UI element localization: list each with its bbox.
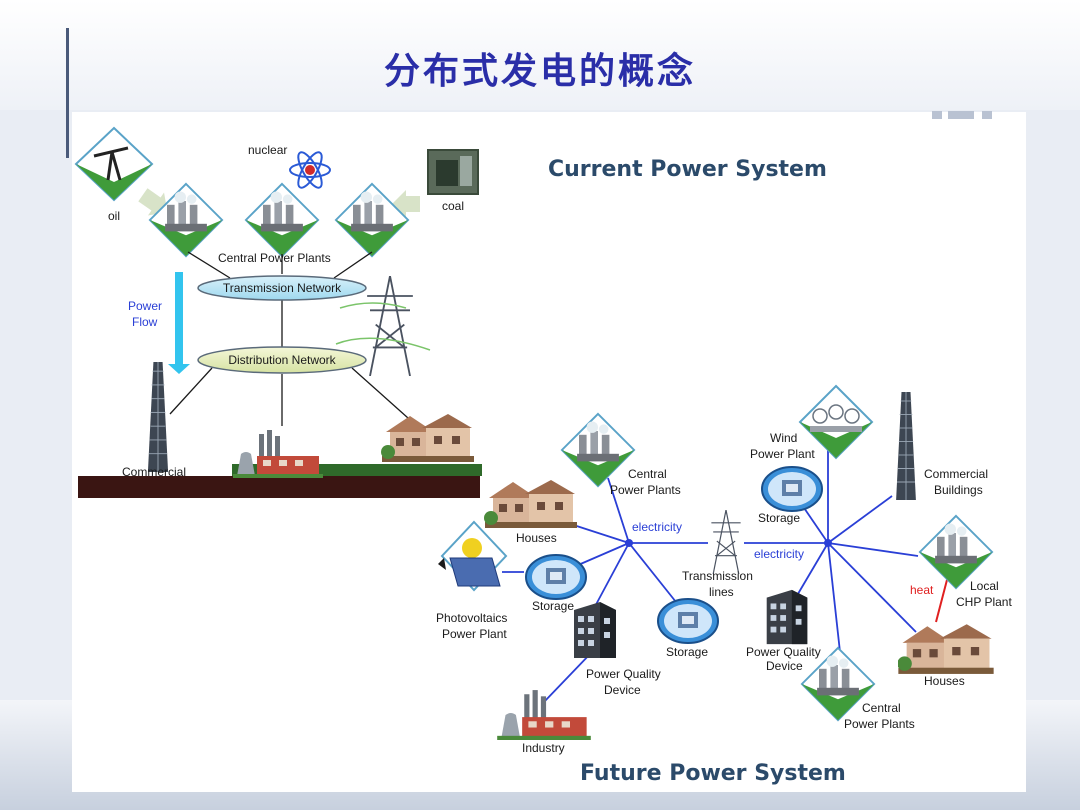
atom-icon	[289, 151, 331, 189]
diagram-panel: Current Power System oil nuclear coal Ce…	[72, 112, 1026, 792]
houses-icon	[381, 414, 474, 462]
central-plant-icon-3	[334, 182, 410, 258]
commercial-tower-icon	[147, 362, 169, 472]
houses-right-label: Houses	[924, 674, 965, 688]
chp-label-line2: CHP Plant	[956, 595, 1012, 609]
central-plant-icon-1	[148, 182, 224, 258]
oil-rig-icon	[74, 126, 154, 202]
distribution-network-node	[197, 346, 367, 374]
power-quality-device-icon-right	[766, 589, 808, 645]
central-top-label-line2: Power Plants	[610, 483, 681, 497]
future-central-plant-icon-top	[560, 412, 636, 488]
industry-icon	[497, 690, 591, 740]
storage-icon-right	[761, 466, 823, 512]
wind-label-line2: Power Plant	[750, 447, 815, 461]
power-system-diagram: Current Power System oil nuclear coal Ce…	[74, 126, 1012, 786]
central-plants-label: Central Power Plants	[218, 251, 331, 265]
storage-right-label: Storage	[758, 511, 800, 525]
wind-label-line1: Wind	[770, 431, 797, 445]
storage-icon-left	[525, 554, 587, 600]
power-flow-arrow	[168, 272, 190, 374]
coal-label: coal	[442, 199, 464, 213]
storage-icon-mid	[657, 598, 719, 644]
pq-left-label-line2: Device	[604, 683, 641, 697]
transmission-lines-pylon-icon	[710, 510, 742, 574]
corner-decoration	[932, 108, 994, 122]
chp-label-line1: Local	[970, 579, 999, 593]
transmission-pylon-icon	[366, 276, 414, 376]
electricity-label-right: electricity	[754, 547, 804, 561]
photovoltaics-icon	[438, 520, 508, 592]
decorative-bar	[66, 28, 69, 158]
pv-label-line1: Photovoltaics	[436, 611, 507, 625]
ground-strip	[78, 476, 480, 498]
pq-right-label-line2: Device	[766, 659, 803, 673]
future-houses-icon-left	[484, 480, 577, 528]
pq-right-label-line1: Power Quality	[746, 645, 821, 659]
future-houses-icon-right	[898, 624, 994, 674]
coal-mine-icon	[427, 149, 479, 195]
power-flow-label-line2: Flow	[132, 315, 158, 329]
heat-label: heat	[910, 583, 934, 597]
distribution-network-label: Distribution Network	[228, 353, 336, 367]
central-bottom-label-line1: Central	[862, 701, 901, 715]
heat-link	[935, 575, 949, 623]
central-top-label-line1: Central	[628, 467, 667, 481]
power-flow-label-line1: Power	[128, 299, 162, 313]
chp-plant-icon	[918, 514, 994, 590]
wind-plant-icon	[798, 384, 874, 460]
trans-label-line2: lines	[709, 585, 734, 599]
current-system-title: Current Power System	[548, 157, 827, 182]
future-system-title: Future Power System	[580, 761, 846, 786]
left-hub-node	[625, 539, 633, 547]
houses-left-label: Houses	[516, 531, 557, 545]
electricity-label-left: electricity	[632, 520, 682, 534]
storage-left-label: Storage	[532, 599, 574, 613]
industry-label: Industry	[522, 741, 565, 755]
commercial-buildings-label-line1: Commercial	[924, 467, 988, 481]
nuclear-label: nuclear	[248, 143, 287, 157]
pv-label-line2: Power Plant	[442, 627, 507, 641]
commercial-buildings-tower-icon	[895, 392, 917, 500]
transmission-network-label: Transmission Network	[223, 281, 342, 295]
pylon-wires	[335, 302, 431, 351]
oil-label: oil	[108, 209, 120, 223]
commercial-label: Commercial	[122, 465, 186, 479]
slide-background-top	[0, 0, 1080, 110]
pq-left-label-line1: Power Quality	[586, 667, 661, 681]
right-hub-node	[824, 539, 832, 547]
central-bottom-label-line2: Power Plants	[844, 717, 915, 731]
storage-mid-label: Storage	[666, 645, 708, 659]
commercial-buildings-label-line2: Buildings	[934, 483, 983, 497]
power-quality-device-icon-left	[574, 602, 616, 658]
trans-label-line1: Transmission	[682, 569, 753, 583]
factory-icon	[233, 430, 323, 478]
transmission-network-node	[197, 275, 367, 301]
central-plant-icon-2	[244, 182, 320, 258]
slide-title: 分布式发电的概念	[383, 50, 696, 92]
current-connectors	[169, 251, 409, 426]
